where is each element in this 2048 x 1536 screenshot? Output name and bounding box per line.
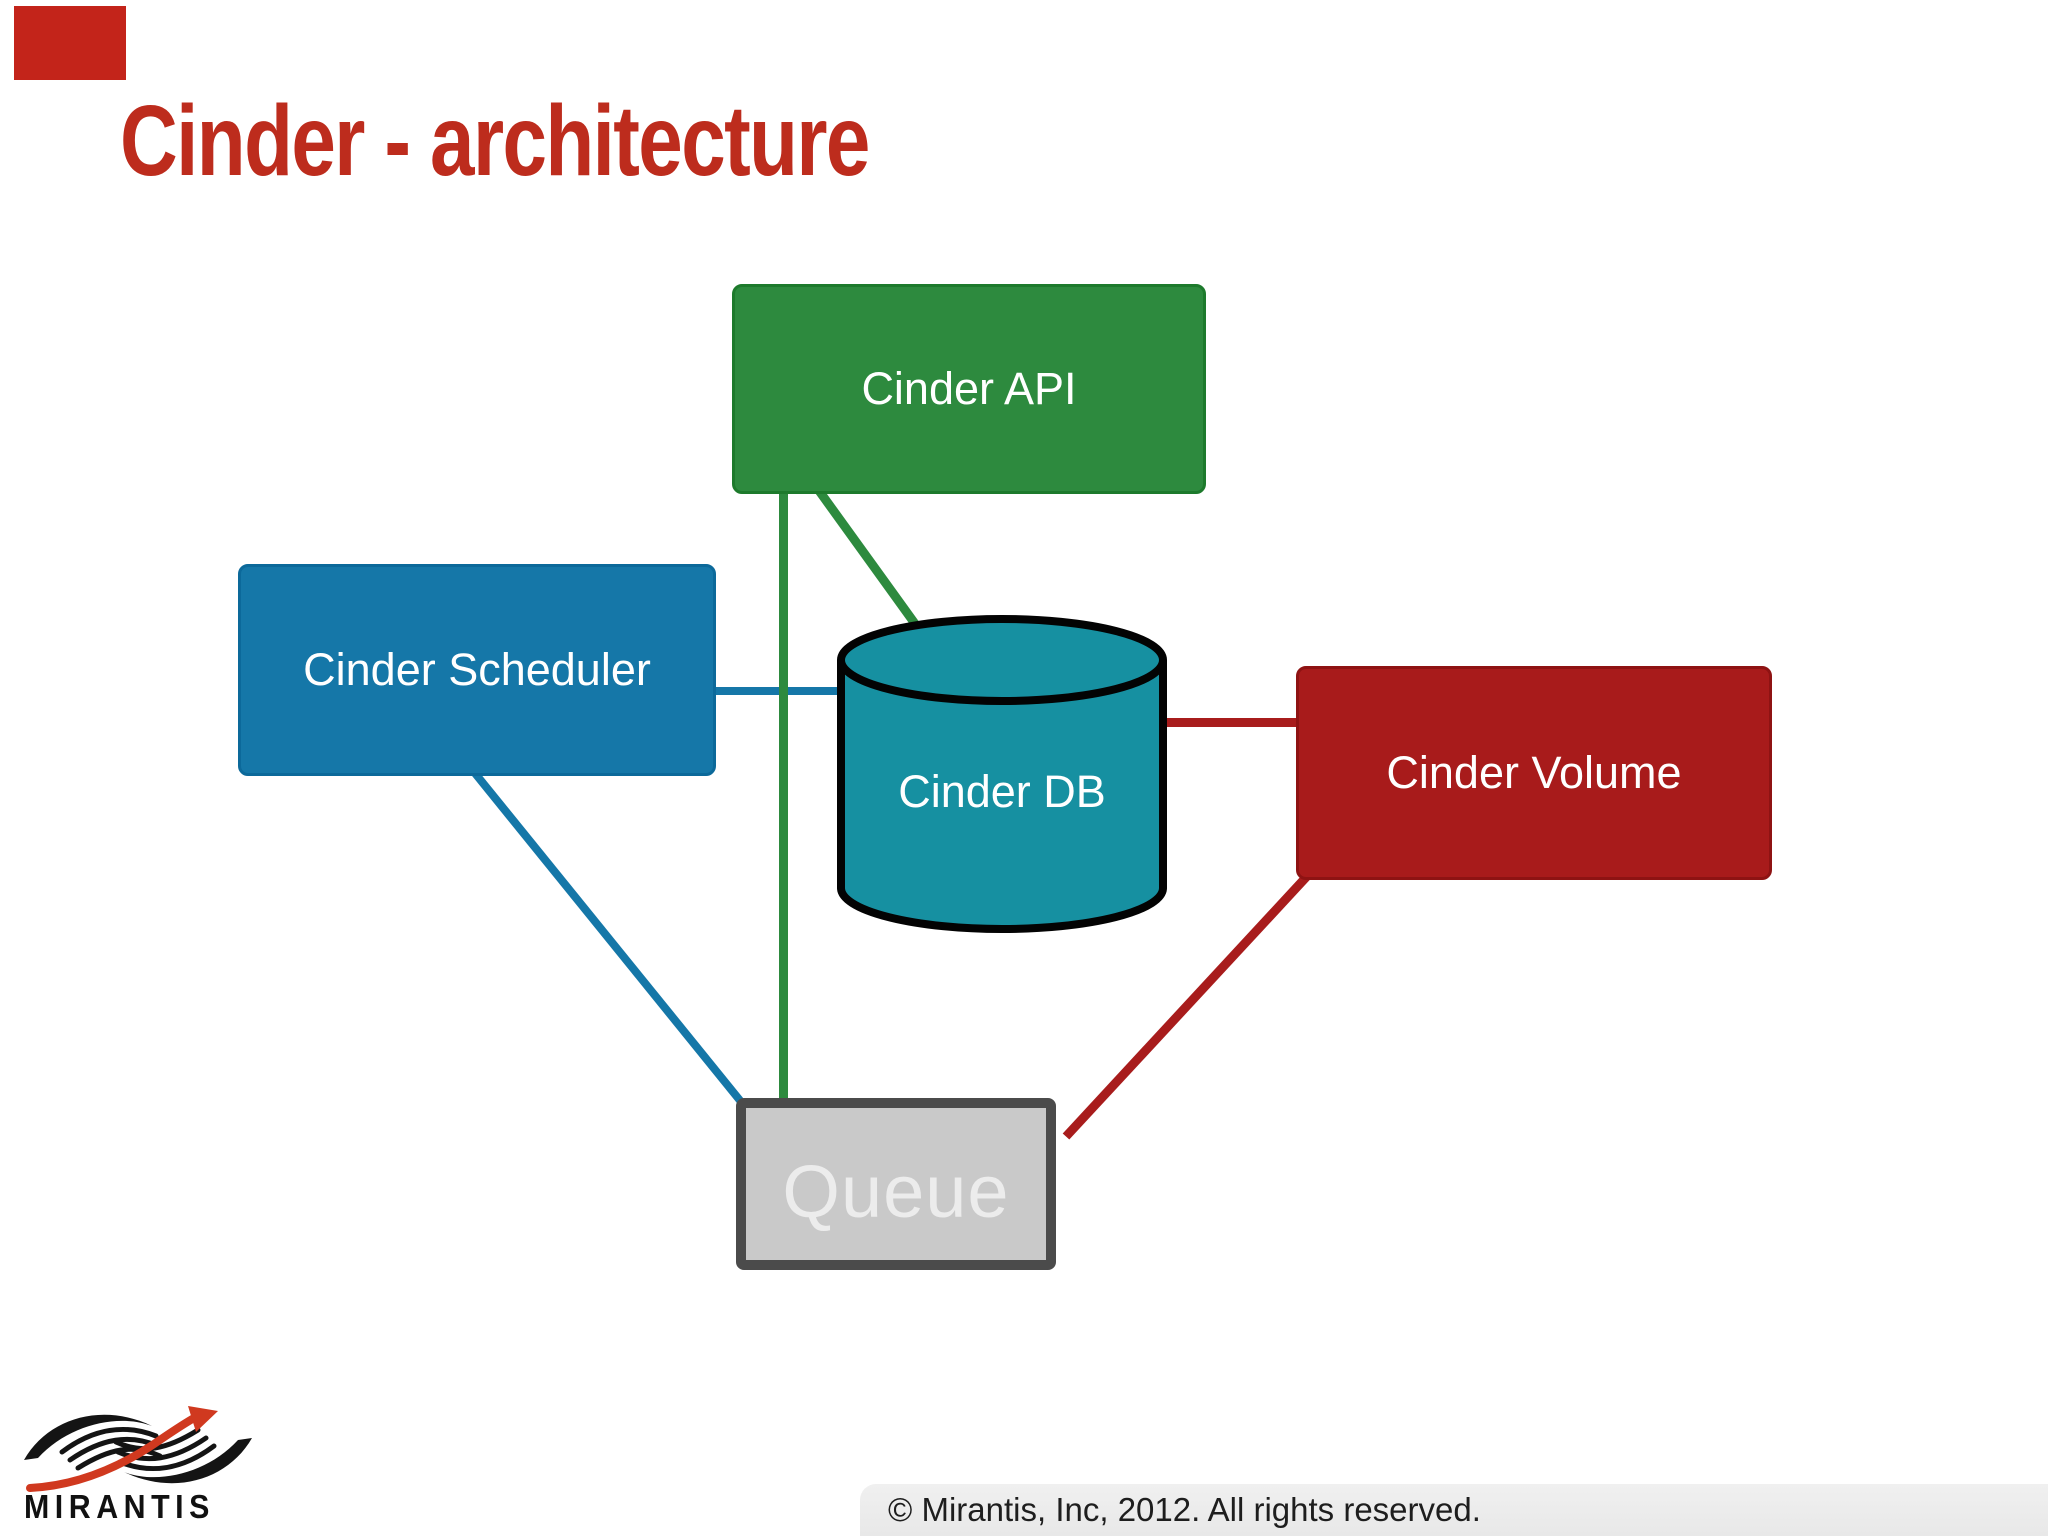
- copyright-bar: © Mirantis, Inc, 2012. All rights reserv…: [860, 1484, 2048, 1536]
- node-cinder-db: Cinder DB: [836, 614, 1168, 934]
- page-title: Cinder - architecture: [120, 85, 870, 197]
- edge-db-volume: [1162, 718, 1302, 727]
- edge-api-db: [812, 483, 921, 629]
- node-queue-label: Queue: [782, 1149, 1010, 1233]
- node-cinder-scheduler: Cinder Scheduler: [238, 564, 716, 776]
- corner-marker: [14, 6, 126, 80]
- mirantis-logo-swoosh-icon: [24, 1406, 252, 1492]
- copyright-text: © Mirantis, Inc, 2012. All rights reserv…: [888, 1491, 1481, 1528]
- node-cinder-api: Cinder API: [732, 284, 1206, 494]
- node-cinder-db-label: Cinder DB: [898, 766, 1106, 817]
- node-cinder-volume: Cinder Volume: [1296, 666, 1772, 880]
- database-cylinder-icon: [837, 615, 1167, 933]
- mirantis-logo: [18, 1400, 258, 1534]
- node-cinder-volume-label: Cinder Volume: [1386, 747, 1682, 798]
- edge-scheduler-db: [706, 687, 842, 695]
- node-cinder-scheduler-label: Cinder Scheduler: [303, 644, 651, 695]
- node-queue: Queue: [736, 1098, 1056, 1270]
- node-cinder-api-label: Cinder API: [861, 363, 1077, 414]
- edge-api-queue: [779, 486, 788, 1102]
- edge-scheduler-queue: [470, 769, 744, 1104]
- mirantis-wordmark: MIRANTIS: [24, 1488, 215, 1525]
